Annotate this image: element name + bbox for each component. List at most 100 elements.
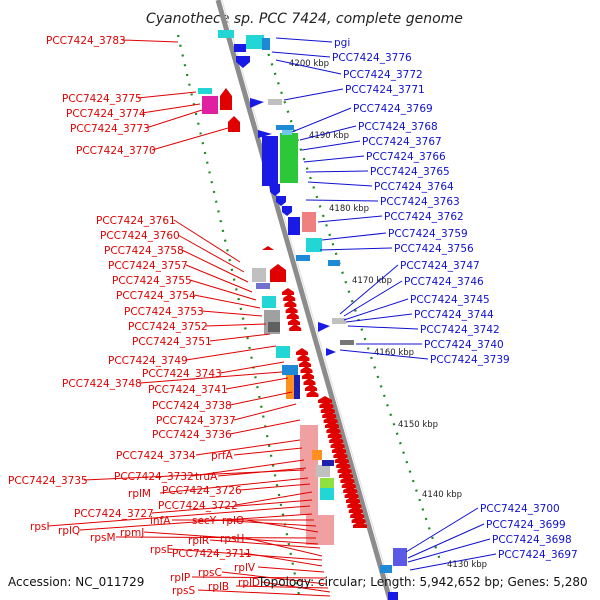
strand-arrow bbox=[303, 378, 316, 385]
gene-label: rplD bbox=[238, 577, 260, 589]
gene-arrow bbox=[270, 264, 286, 282]
label-connector bbox=[339, 264, 399, 315]
strand-arrow bbox=[284, 300, 297, 307]
label-connector bbox=[169, 548, 323, 561]
gene-label: PCC7424_3739 bbox=[430, 354, 510, 366]
gene-label: rplP bbox=[170, 572, 190, 584]
gene-arrow bbox=[234, 44, 246, 52]
strand-arrow bbox=[297, 354, 310, 361]
gene-label: PCC7424_3757 bbox=[108, 260, 188, 272]
label-connector bbox=[347, 325, 419, 330]
label-connector bbox=[185, 264, 253, 293]
gene-label: PCC7424_3758 bbox=[104, 245, 184, 257]
label-connector bbox=[345, 313, 413, 323]
strand-arrow bbox=[319, 401, 334, 408]
gene-label: PCC7424_3768 bbox=[358, 121, 438, 133]
gene-label: PCC7424_3774 bbox=[66, 108, 146, 120]
gene-label: PCC7424_3752 bbox=[128, 321, 208, 333]
gene-label: PCC7424_3753 bbox=[124, 306, 204, 318]
right-connectors bbox=[271, 37, 497, 571]
gene-feature bbox=[316, 465, 330, 477]
label-connector bbox=[307, 181, 373, 187]
strand-arrow bbox=[344, 491, 359, 498]
label-connector bbox=[243, 552, 323, 567]
gene-label: rpsI bbox=[30, 521, 50, 533]
gene-label: PCC7424_3736 bbox=[152, 429, 232, 441]
label-connector bbox=[115, 536, 317, 539]
gene-label: PCC7424_3711 bbox=[172, 548, 252, 560]
gene-label: rpmJ bbox=[120, 527, 144, 539]
gene-arrow bbox=[228, 116, 240, 132]
strand-arrow bbox=[334, 456, 349, 463]
strand-arrow bbox=[336, 461, 351, 468]
gene-feature bbox=[268, 99, 282, 105]
label-connector bbox=[235, 491, 313, 506]
strand-arrow bbox=[350, 511, 365, 518]
label-connector bbox=[301, 140, 361, 151]
label-connector bbox=[291, 107, 352, 133]
kbp-tick-4150: 4150 kbp bbox=[398, 420, 438, 430]
gene-label: rplV bbox=[234, 562, 256, 574]
map-title: Cyanothece sp. PCC 7424, complete genome bbox=[146, 11, 463, 27]
gene-arrow bbox=[236, 56, 250, 68]
label-connector bbox=[191, 459, 305, 477]
strand-arrow bbox=[340, 476, 355, 483]
gene-label: PCC7424_3743 bbox=[142, 368, 222, 380]
gene-feature bbox=[280, 133, 298, 183]
gene-label: secY bbox=[192, 515, 217, 527]
accession-text: Accession: NC_011729 bbox=[8, 575, 144, 589]
gene-label: PCC7424_3764 bbox=[374, 181, 454, 193]
gene-label: PCC7424_3772 bbox=[343, 69, 423, 81]
gene-arrow bbox=[262, 246, 274, 250]
label-connector bbox=[151, 127, 229, 151]
right-gene-labels: pgi PCC7424_3776 PCC7424_3772 PCC7424_37… bbox=[332, 37, 578, 561]
gene-label: PCC7424_3747 bbox=[400, 260, 480, 272]
strand-arrow bbox=[353, 521, 367, 528]
label-connector bbox=[137, 91, 197, 99]
gene-label: truA bbox=[195, 471, 218, 483]
gene-feature bbox=[328, 260, 340, 266]
strand-arrow bbox=[300, 366, 313, 373]
strand-arrow bbox=[305, 384, 317, 391]
label-connector bbox=[79, 513, 313, 531]
label-connector bbox=[151, 499, 313, 514]
label-connector bbox=[407, 538, 491, 563]
gene-label: PCC7424_3741 bbox=[148, 384, 228, 396]
strand-arrow bbox=[347, 501, 362, 508]
strand-arrow bbox=[318, 396, 332, 403]
gene-feature bbox=[312, 450, 322, 460]
gene-label: PCC7424_3740 bbox=[424, 339, 504, 351]
genome-summary-text: Topology: circular; Length: 5,942,652 bp… bbox=[257, 575, 588, 589]
gene-label: PCC7424_3697 bbox=[498, 549, 578, 561]
gene-feature bbox=[282, 365, 298, 375]
label-connector bbox=[409, 553, 497, 571]
gene-label: PCC7424_3727 bbox=[74, 508, 154, 520]
label-connector bbox=[317, 215, 383, 223]
label-connector bbox=[177, 234, 245, 273]
label-connector bbox=[339, 349, 429, 360]
gene-label: PCC7424_3746 bbox=[404, 276, 484, 288]
gene-label: PCC7424_3734 bbox=[116, 450, 196, 462]
gene-feature bbox=[276, 346, 290, 358]
gene-label: PCC7424_3773 bbox=[70, 123, 150, 135]
gene-feature bbox=[276, 125, 294, 130]
strand-arrow bbox=[341, 481, 356, 488]
label-connector bbox=[209, 333, 271, 342]
label-connector bbox=[321, 232, 387, 241]
label-connector bbox=[303, 155, 365, 163]
gene-label: rplO bbox=[222, 515, 244, 527]
gene-feature bbox=[268, 322, 280, 332]
gene-label: rplQ bbox=[58, 525, 80, 537]
gene-label: rpsE bbox=[150, 544, 173, 556]
label-connector bbox=[343, 280, 403, 317]
label-connector bbox=[205, 323, 267, 327]
label-connector bbox=[145, 109, 203, 129]
gene-arrow bbox=[326, 348, 336, 356]
kbp-tick-4130: 4130 kbp bbox=[447, 560, 487, 570]
gene-arrow bbox=[270, 184, 280, 196]
gene-label: PCC7424_3722 bbox=[158, 500, 238, 512]
gene-label: PCC7424_3776 bbox=[332, 52, 412, 64]
label-connector bbox=[185, 345, 277, 361]
gene-feature bbox=[252, 268, 266, 282]
